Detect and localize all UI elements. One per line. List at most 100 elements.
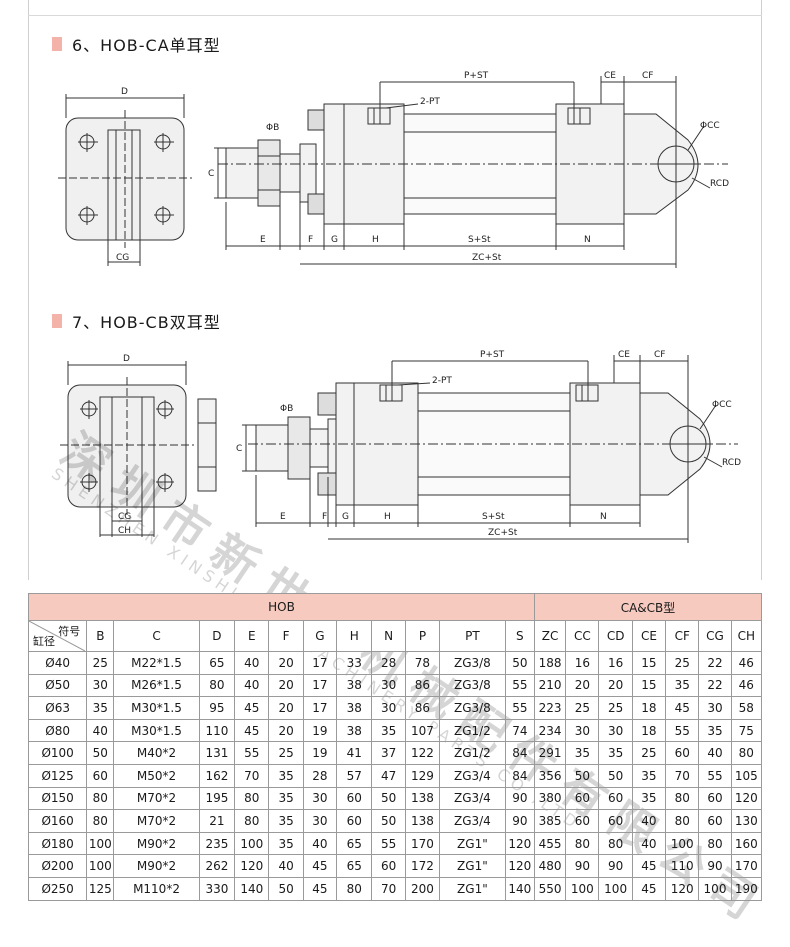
table-cell: 30 bbox=[698, 696, 732, 720]
table-cell: 46 bbox=[730, 673, 763, 698]
table-cell: 16 bbox=[565, 651, 600, 675]
table-cell: M70*2 bbox=[113, 786, 200, 811]
table-cell: 58 bbox=[730, 696, 763, 720]
table-cell: 120 bbox=[504, 831, 535, 856]
table-cell: 18 bbox=[631, 696, 667, 720]
table-cell: 60 bbox=[336, 786, 373, 811]
table-cell: 40 bbox=[268, 854, 304, 878]
table-cell: 107 bbox=[404, 718, 441, 743]
table-cell: 86 bbox=[404, 673, 441, 698]
table-cell: 80 bbox=[234, 786, 270, 811]
bore-cell: Ø200 bbox=[27, 854, 88, 878]
table-cell: 80 bbox=[665, 809, 700, 833]
table-cell: 60 bbox=[565, 809, 600, 833]
table-cell: 35 bbox=[631, 763, 667, 788]
dim-phiCC-label: ΦCC bbox=[712, 400, 732, 410]
table-cell: 20 bbox=[565, 673, 600, 698]
table-cell: 172 bbox=[404, 854, 441, 878]
table-cell: 28 bbox=[371, 651, 406, 675]
column-header: N bbox=[371, 620, 406, 652]
table-cell: 122 bbox=[404, 741, 441, 765]
table-cell: 45 bbox=[631, 854, 667, 878]
dim-G-label: G bbox=[342, 512, 349, 522]
table-cell: 20 bbox=[268, 696, 304, 720]
dim-CE-label: CE bbox=[604, 71, 616, 81]
table-cell: 80 bbox=[598, 831, 633, 856]
column-header: G bbox=[302, 620, 338, 652]
column-header: CF bbox=[665, 620, 700, 652]
table-cell: 60 bbox=[598, 809, 633, 833]
table-cell: 25 bbox=[665, 651, 700, 675]
table-cell: 550 bbox=[533, 876, 567, 901]
table-cell: 356 bbox=[533, 763, 567, 788]
table-cell: 60 bbox=[371, 854, 406, 878]
column-header: E bbox=[234, 620, 270, 652]
table-cell: 57 bbox=[336, 763, 373, 788]
dim-CG-label: CG bbox=[116, 253, 129, 263]
table-cell: 291 bbox=[533, 741, 567, 765]
table-cell: 78 bbox=[404, 651, 441, 675]
table-cell: 35 bbox=[598, 741, 633, 765]
table-cell: 125 bbox=[86, 876, 115, 901]
table-cell: 65 bbox=[336, 854, 373, 878]
table-cell: 75 bbox=[730, 718, 763, 743]
table-cell: 28 bbox=[302, 763, 338, 788]
table-cell: 162 bbox=[198, 763, 236, 788]
dim-phiB-label: ΦB bbox=[280, 404, 293, 414]
dim-CG-label: CG bbox=[118, 512, 131, 522]
table-cell: 70 bbox=[371, 876, 406, 901]
table-cell: 90 bbox=[565, 854, 600, 878]
table-cell: 38 bbox=[336, 696, 373, 720]
dim-N-label: N bbox=[584, 235, 591, 245]
dim-E-label: E bbox=[260, 235, 266, 245]
dim-CF-label: CF bbox=[654, 350, 665, 360]
corner-bottom-label: 缸径 bbox=[33, 635, 55, 648]
dim-F-label: F bbox=[322, 512, 327, 522]
table-cell: 455 bbox=[533, 831, 567, 856]
table-cell: 21 bbox=[198, 809, 236, 833]
table-cell: 19 bbox=[302, 718, 338, 743]
table-cell: 35 bbox=[86, 696, 115, 720]
table-cell: 30 bbox=[302, 786, 338, 811]
table-cell: 60 bbox=[565, 786, 600, 811]
drawing-ca-svg: D CG C ΦB 2-PT P+ST CE CF ΦCC RCD E F G … bbox=[58, 71, 729, 268]
table-cell: 55 bbox=[665, 718, 700, 743]
column-header: F bbox=[268, 620, 304, 652]
dim-RCD-label: RCD bbox=[722, 458, 741, 468]
table-cell: 25 bbox=[598, 696, 633, 720]
table-cell: 45 bbox=[665, 696, 700, 720]
table-cell: 188 bbox=[533, 651, 567, 675]
column-header: CG bbox=[698, 620, 732, 652]
table-cell: 120 bbox=[504, 854, 535, 878]
table-cell: 55 bbox=[504, 673, 535, 698]
table-cell: 40 bbox=[698, 741, 732, 765]
drawing-ca-single-ear: D CG C ΦB 2-PT P+ST CE CF ΦCC RCD E F G … bbox=[28, 70, 762, 270]
table-cell: 235 bbox=[198, 831, 236, 856]
dim-C-label: C bbox=[208, 169, 214, 179]
column-header: P bbox=[404, 620, 441, 652]
table-cell: 80 bbox=[698, 831, 732, 856]
table-cell: 30 bbox=[371, 673, 406, 698]
table-cell: 35 bbox=[268, 809, 304, 833]
corner-top-label: 符号 bbox=[58, 625, 81, 638]
dim-2pt-label: 2-PT bbox=[420, 97, 440, 107]
table-cell: 16 bbox=[598, 651, 633, 675]
table-cell: 30 bbox=[565, 718, 600, 743]
bore-cell: Ø160 bbox=[27, 809, 88, 833]
table-cell: 80 bbox=[336, 876, 373, 901]
table-cell: 140 bbox=[504, 876, 535, 901]
table-cell: 20 bbox=[268, 651, 304, 675]
table-cell: 55 bbox=[234, 741, 270, 765]
column-header: CC bbox=[565, 620, 600, 652]
table-cell: 35 bbox=[268, 786, 304, 811]
dim-2pt-label: 2-PT bbox=[432, 376, 452, 386]
drawing-cb-svg: D CG CH C ΦB 2-PT P+ST CE CF ΦCC RCD E F… bbox=[60, 350, 741, 543]
table-cell: 60 bbox=[698, 809, 732, 833]
